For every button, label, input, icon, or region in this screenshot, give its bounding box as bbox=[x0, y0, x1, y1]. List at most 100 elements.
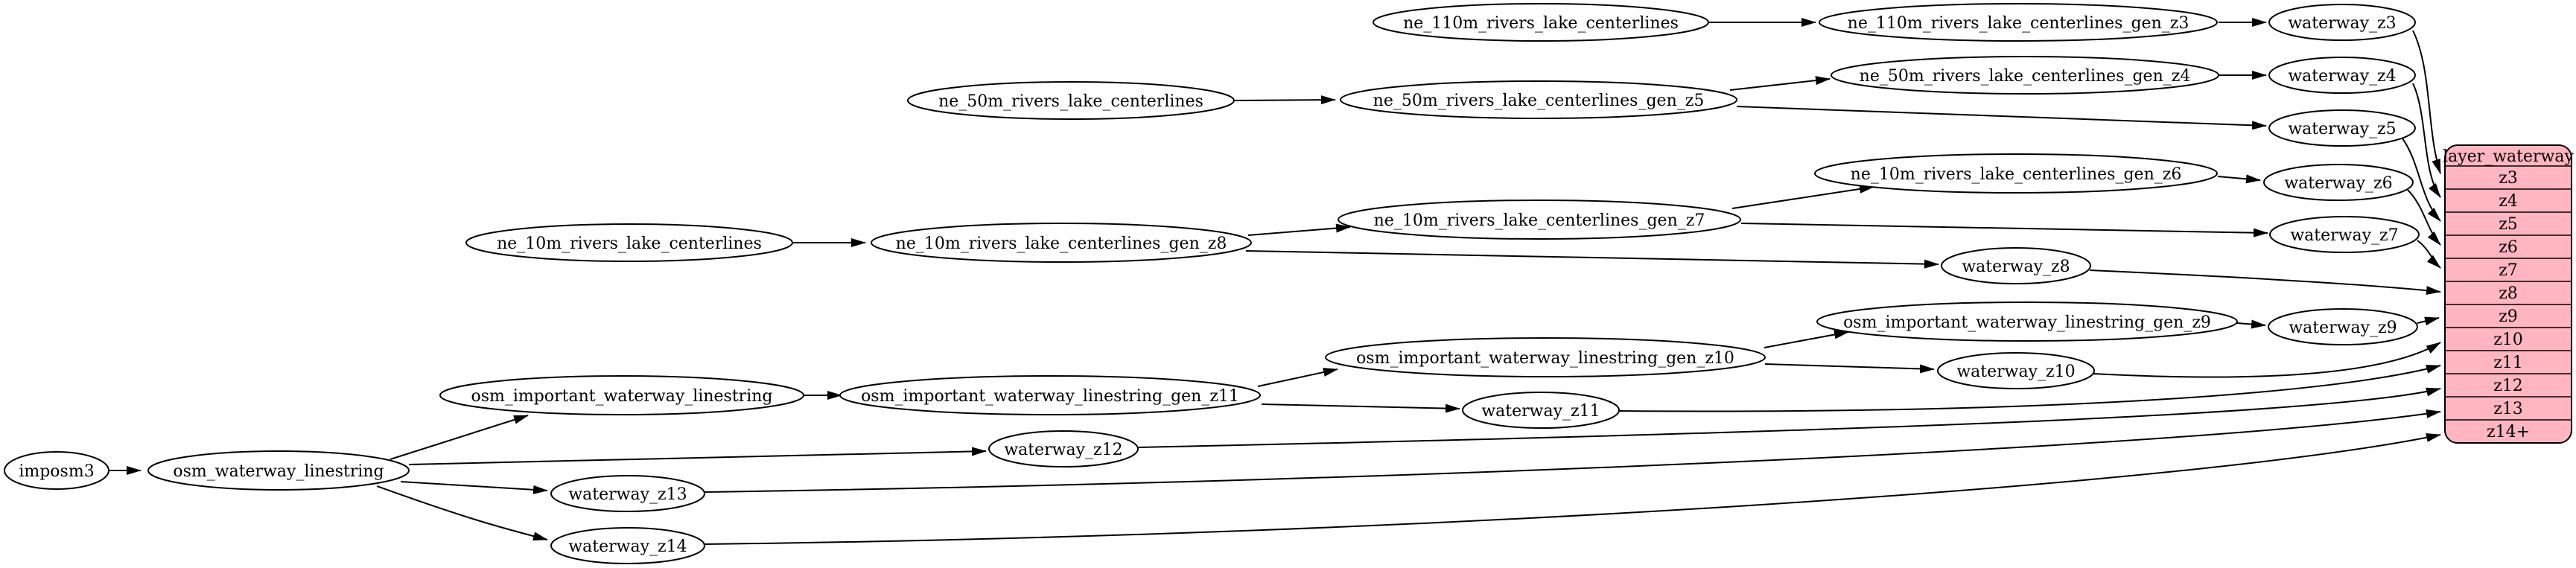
node-waterway_z13: waterway_z13 bbox=[550, 475, 705, 512]
edge-gen_z5-to-waterway_z5 bbox=[1736, 106, 2267, 130]
node-ellipse-waterway_z11 bbox=[1462, 392, 1620, 429]
node-ne_110m_rivers_lake_centerlines_gen_z3: ne_110m_rivers_lake_centerlines_gen_z3 bbox=[1819, 3, 2218, 42]
node-label-waterway_z3: waterway_z3 bbox=[2288, 14, 2396, 33]
node-ellipse-waterway_z10 bbox=[1937, 352, 2095, 389]
edge-waterway_z13-to-row-z13 bbox=[704, 409, 2441, 493]
edge-gen_z10-to-waterway_z10 bbox=[1764, 363, 1935, 374]
record-row-z5: z5 bbox=[2499, 215, 2518, 234]
node-label-ne_50m_rivers_lake_centerlines: ne_50m_rivers_lake_centerlines bbox=[938, 92, 1203, 111]
node-label-ne_110m_rivers_lake_centerlines_gen_z3: ne_110m_rivers_lake_centerlines_gen_z3 bbox=[1848, 14, 2189, 33]
nodes: imposm3 osm_waterway_linestring osm_impo… bbox=[4, 3, 2420, 564]
node-ellipse-ne_10m_rivers_lake_centerlines_gen_z8 bbox=[871, 223, 1252, 263]
node-ellipse-osm_important_waterway_linestring_gen_z9 bbox=[1816, 301, 2238, 342]
node-waterway_z6: waterway_z6 bbox=[2263, 164, 2414, 201]
edge-waterway_z3-to-row-z3 bbox=[2412, 30, 2441, 174]
record-row-z11: z11 bbox=[2493, 354, 2523, 372]
node-ellipse-ne_10m_rivers_lake_centerlines_gen_z6 bbox=[1814, 153, 2218, 194]
node-ne_10m_rivers_lake_centerlines_gen_z8: ne_10m_rivers_lake_centerlines_gen_z8 bbox=[871, 223, 1252, 263]
node-osm_important_waterway_linestring_gen_z10: osm_important_waterway_linestring_gen_z1… bbox=[1325, 337, 1766, 377]
node-ne_50m_rivers_lake_centerlines: ne_50m_rivers_lake_centerlines bbox=[907, 81, 1235, 120]
node-waterway_z3: waterway_z3 bbox=[2268, 4, 2416, 41]
node-label-ne_10m_rivers_lake_centerlines_gen_z8: ne_10m_rivers_lake_centerlines_gen_z8 bbox=[896, 234, 1227, 253]
edge-osm_waterway_linestring-to-waterway_z12 bbox=[408, 447, 987, 465]
edge-gen_z8-to-waterway_z8 bbox=[1245, 250, 1939, 269]
node-label-ne_110m_rivers_lake_centerlines: ne_110m_rivers_lake_centerlines bbox=[1403, 14, 1679, 33]
node-waterway_z8: waterway_z8 bbox=[1941, 247, 2091, 284]
node-ellipse-ne_110m_rivers_lake_centerlines_gen_z3 bbox=[1819, 3, 2218, 42]
record-row-z8: z8 bbox=[2499, 284, 2518, 303]
node-ellipse-waterway_z6 bbox=[2263, 164, 2414, 201]
node-label-ne_10m_rivers_lake_centerlines: ne_10m_rivers_lake_centerlines bbox=[497, 234, 762, 253]
node-ne_110m_rivers_lake_centerlines: ne_110m_rivers_lake_centerlines bbox=[1373, 3, 1709, 42]
node-ellipse-waterway_z3 bbox=[2268, 4, 2416, 41]
node-waterway_z7: waterway_z7 bbox=[2269, 216, 2420, 253]
record-title: layer_waterway bbox=[2443, 147, 2574, 166]
node-label-waterway_z11: waterway_z11 bbox=[1481, 402, 1600, 421]
node-ellipse-ne_50m_rivers_lake_centerlines bbox=[907, 81, 1235, 120]
edge-waterway_z6-to-row-z6 bbox=[2406, 188, 2441, 246]
node-waterway_z9: waterway_z9 bbox=[2268, 308, 2418, 345]
node-label-waterway_z14: waterway_z14 bbox=[568, 537, 687, 556]
edge-waterway_z8-to-row-z8 bbox=[2089, 269, 2441, 296]
node-label-osm_waterway_linestring: osm_waterway_linestring bbox=[173, 462, 384, 481]
node-ellipse-waterway_z14 bbox=[550, 527, 705, 564]
node-ellipse-osm_important_waterway_linestring_gen_z11 bbox=[839, 375, 1261, 415]
node-label-waterway_z4: waterway_z4 bbox=[2288, 67, 2396, 86]
node-ellipse-ne_110m_rivers_lake_centerlines bbox=[1373, 3, 1709, 42]
node-label-ne_50m_rivers_lake_centerlines_gen_z4: ne_50m_rivers_lake_centerlines_gen_z4 bbox=[1860, 67, 2191, 86]
record-row-z3: z3 bbox=[2499, 169, 2518, 188]
node-ellipse-osm_important_waterway_linestring_gen_z10 bbox=[1325, 337, 1766, 377]
edge-waterway_z9-to-row-z9 bbox=[2417, 316, 2440, 326]
node-imposm3: imposm3 bbox=[4, 451, 109, 490]
node-osm_important_waterway_linestring: osm_important_waterway_linestring bbox=[439, 375, 804, 415]
node-label-waterway_z7: waterway_z7 bbox=[2290, 226, 2398, 245]
record-row-z14plus: z14+ bbox=[2487, 423, 2530, 441]
edge-gen_z11-to-gen_z10 bbox=[1257, 368, 1338, 387]
record-row-z12: z12 bbox=[2493, 377, 2523, 395]
edge-waterway_z12-to-row-z12 bbox=[1137, 387, 2441, 448]
node-ellipse-waterway_z12 bbox=[988, 430, 1139, 468]
edge-waterway_z7-to-row-z7 bbox=[2417, 240, 2441, 269]
edge-gen_z11-to-waterway_z11 bbox=[1261, 403, 1460, 413]
node-ellipse-ne_50m_rivers_lake_centerlines_gen_z4 bbox=[1831, 56, 2219, 95]
node-label-osm_important_waterway_linestring_gen_z9: osm_important_waterway_linestring_gen_z9 bbox=[1843, 313, 2211, 332]
node-label-waterway_z8: waterway_z8 bbox=[1962, 258, 2070, 276]
node-waterway_z10: waterway_z10 bbox=[1937, 352, 2095, 389]
node-label-waterway_z6: waterway_z6 bbox=[2284, 174, 2392, 193]
node-waterway_z5: waterway_z5 bbox=[2268, 109, 2416, 147]
node-ellipse-waterway_z7 bbox=[2269, 216, 2420, 253]
edge-osm_waterway_linestring-to-waterway_z13 bbox=[400, 481, 548, 494]
node-ellipse-ne_10m_rivers_lake_centerlines_gen_z7 bbox=[1338, 200, 1741, 240]
record-row-z4: z4 bbox=[2499, 192, 2518, 211]
node-ne_10m_rivers_lake_centerlines_gen_z6: ne_10m_rivers_lake_centerlines_gen_z6 bbox=[1814, 153, 2218, 194]
node-label-osm_important_waterway_linestring: osm_important_waterway_linestring bbox=[471, 387, 772, 406]
node-ellipse-ne_10m_rivers_lake_centerlines bbox=[465, 223, 793, 262]
edge-waterway_z5-to-row-z5 bbox=[2402, 138, 2441, 222]
node-label-ne_50m_rivers_lake_centerlines_gen_z5: ne_50m_rivers_lake_centerlines_gen_z5 bbox=[1373, 92, 1705, 110]
edge-gen_z8-to-gen_z7 bbox=[1247, 223, 1351, 236]
node-ne_50m_rivers_lake_centerlines_gen_z5: ne_50m_rivers_lake_centerlines_gen_z5 bbox=[1340, 80, 1737, 119]
edge-waterway_z14-to-row-z14plus bbox=[704, 433, 2441, 545]
edge-gen_z5-to-gen_z4 bbox=[1729, 76, 1831, 91]
node-osm_waterway_linestring: osm_waterway_linestring bbox=[147, 450, 410, 491]
edge-gen_z9-to-waterway_z9 bbox=[2236, 319, 2266, 329]
node-ellipse-ne_50m_rivers_lake_centerlines_gen_z5 bbox=[1340, 80, 1737, 119]
node-osm_important_waterway_linestring_gen_z9: osm_important_waterway_linestring_gen_z9 bbox=[1816, 301, 2238, 342]
node-waterway_z4: waterway_z4 bbox=[2268, 57, 2416, 94]
record-row-z7: z7 bbox=[2499, 261, 2518, 280]
node-ellipse-osm_important_waterway_linestring bbox=[439, 375, 804, 415]
edge-osm_waterway_linestring-to-waterway_z14 bbox=[376, 485, 548, 541]
record-row-z10: z10 bbox=[2493, 331, 2523, 349]
node-label-ne_10m_rivers_lake_centerlines_gen_z6: ne_10m_rivers_lake_centerlines_gen_z6 bbox=[1851, 165, 2182, 184]
node-waterway_z11: waterway_z11 bbox=[1462, 392, 1620, 429]
record-row-z13: z13 bbox=[2493, 400, 2523, 418]
record-frame bbox=[2444, 144, 2572, 444]
node-label-waterway_z9: waterway_z9 bbox=[2289, 319, 2397, 337]
node-label-osm_important_waterway_linestring_gen_z10: osm_important_waterway_linestring_gen_z1… bbox=[1356, 349, 1734, 368]
node-ne_10m_rivers_lake_centerlines: ne_10m_rivers_lake_centerlines bbox=[465, 223, 793, 262]
node-label-waterway_z12: waterway_z12 bbox=[1004, 441, 1122, 459]
node-label-waterway_z13: waterway_z13 bbox=[568, 485, 687, 504]
edge-waterway_z11-to-row-z11 bbox=[1618, 365, 2441, 412]
node-ellipse-osm_waterway_linestring bbox=[147, 450, 410, 491]
